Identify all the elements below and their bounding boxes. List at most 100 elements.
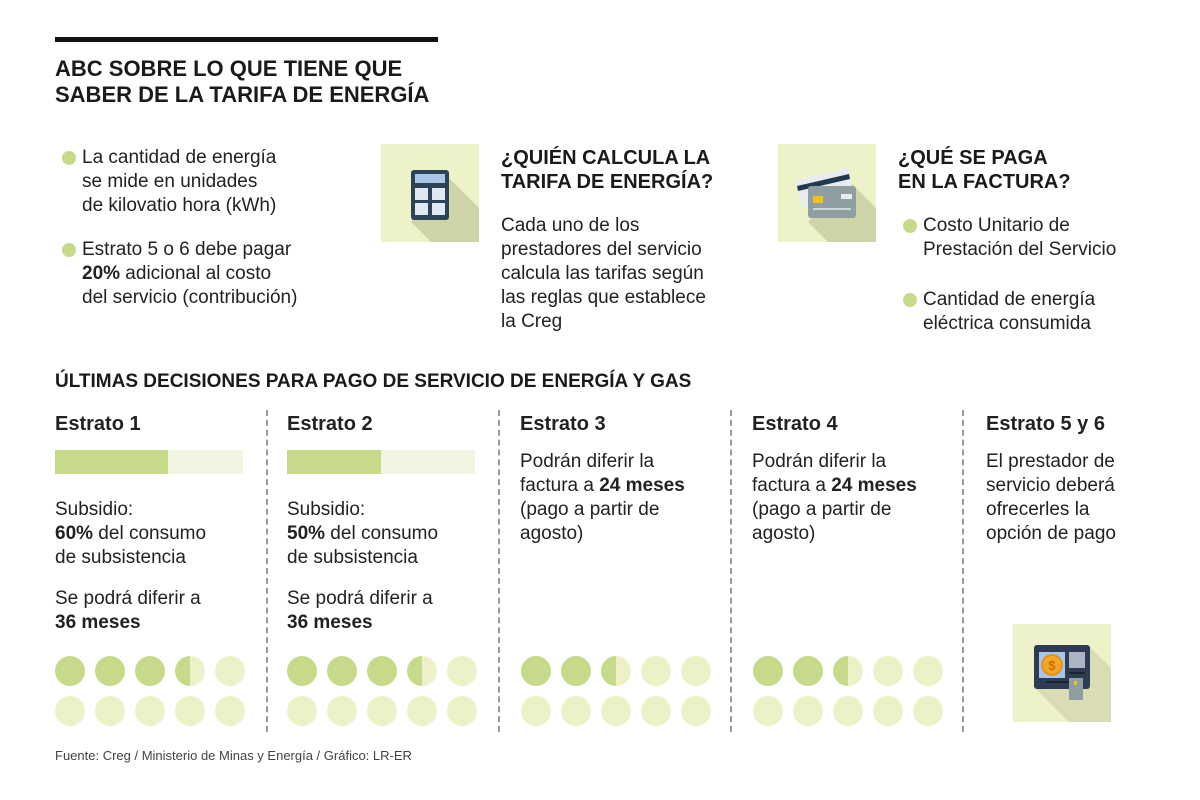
title-line: ABC SOBRE LO QUE TIENE QUE [55,56,403,81]
dot [873,656,903,686]
estrato-title: Estrato 1 [55,413,141,435]
text: Se podrá diferir a [287,588,433,609]
dot [913,696,943,726]
text: se mide en unidades [82,171,258,192]
heading: EN LA FACTURA? [898,171,1071,193]
text: Se podrá diferir a [55,588,201,609]
text: (pago a partir de [752,499,892,520]
source-note: Fuente: Creg / Ministerio de Minas y Ene… [55,748,412,763]
dot [833,656,863,686]
main-title: ABC SOBRE LO QUE TIENE QUE SABER DE LA T… [55,56,475,108]
section-title: ÚLTIMAS DECISIONES PARA PAGO DE SERVICIO… [55,371,692,392]
text-bold: 60% [55,523,94,544]
dot [641,656,671,686]
dot [287,656,317,686]
estrato-title: Estrato 5 y 6 [986,413,1105,435]
text: servicio deberá [986,475,1115,496]
dot [681,656,711,686]
dot [327,656,357,686]
dot [833,696,863,726]
intro-bullets: La cantidad de energía se mide en unidad… [55,146,297,310]
dot [215,656,245,686]
dot [287,696,317,726]
text: Prestación del Servicio [923,239,1117,260]
heading: ¿QUÉ SE PAGA [898,147,1048,169]
calculator-icon [381,144,479,242]
estrato-5-6: Estrato 5 y 6 El prestador de servicio d… [986,412,1186,546]
dot [327,696,357,726]
atm-icon: $ [1013,624,1111,722]
text: Subsidio: [55,499,134,520]
dot [521,696,551,726]
top-rule [55,37,438,42]
estrato-title: Estrato 4 [752,413,838,435]
text: factura a [520,475,600,496]
text-bold: 24 meses [831,475,917,496]
text: calcula las tarifas según [501,263,704,284]
dot [873,696,903,726]
text: la Creg [501,311,563,332]
estrato-3: Estrato 3 Podrán diferir la factura a 24… [520,412,720,546]
list-item: Costo Unitario de Prestación del Servicio [896,214,1178,262]
dot [175,696,205,726]
text: Costo Unitario de [923,215,1070,236]
text: adicional al costo [120,263,272,284]
estrato-title: Estrato 3 [520,413,606,435]
text: del consumo [93,523,207,544]
bullet-kwh: La cantidad de energía se mide en unidad… [55,146,297,218]
text: prestadores del servicio [501,239,702,260]
divider [962,410,964,732]
dot [55,656,85,686]
divider [498,410,500,732]
dot [135,656,165,686]
text: ofrecerles la [986,499,1090,520]
subsidy-bar [55,450,243,474]
heading: ¿QUIÉN CALCULA LA [501,147,711,169]
dot [407,696,437,726]
dot [561,656,591,686]
text: El prestador de [986,451,1115,472]
dot [95,656,125,686]
text: Podrán diferir la [752,451,887,472]
text: agosto) [520,523,584,544]
text-bold: 50% [287,523,326,544]
dot [367,656,397,686]
dot [601,656,631,686]
dot [521,656,551,686]
dot [447,656,477,686]
subsidy-bar-fill [55,450,168,474]
dots-estrato-3 [521,656,711,726]
text: Cantidad de energía [923,289,1096,310]
estrato-4: Estrato 4 Podrán diferir la factura a 24… [752,412,952,546]
text-bold: 24 meses [599,475,685,496]
dot [95,696,125,726]
text-bold: 36 meses [287,612,373,633]
text: La cantidad de energía [82,147,277,168]
text: de kilovatio hora (kWh) [82,195,277,216]
title-line: SABER DE LA TARIFA DE ENERGÍA [55,82,430,107]
dot [367,696,397,726]
svg-text:$: $ [1048,658,1056,673]
dot [793,656,823,686]
dot [175,656,205,686]
text-bold: 36 meses [55,612,141,633]
text: agosto) [752,523,816,544]
dot [55,696,85,726]
heading: TARIFA DE ENERGÍA? [501,171,714,193]
dot [753,656,783,686]
text: Subsidio: [287,499,366,520]
subsidy-bar-fill [287,450,381,474]
dot [753,696,783,726]
dot [641,696,671,726]
text: de subsistencia [287,547,418,568]
dots-estrato-1 [55,656,245,726]
text: Cada uno de los [501,215,640,236]
text: del consumo [325,523,439,544]
dot [913,656,943,686]
divider [266,410,268,732]
text: (pago a partir de [520,499,660,520]
text-bold: 20% [82,263,121,284]
